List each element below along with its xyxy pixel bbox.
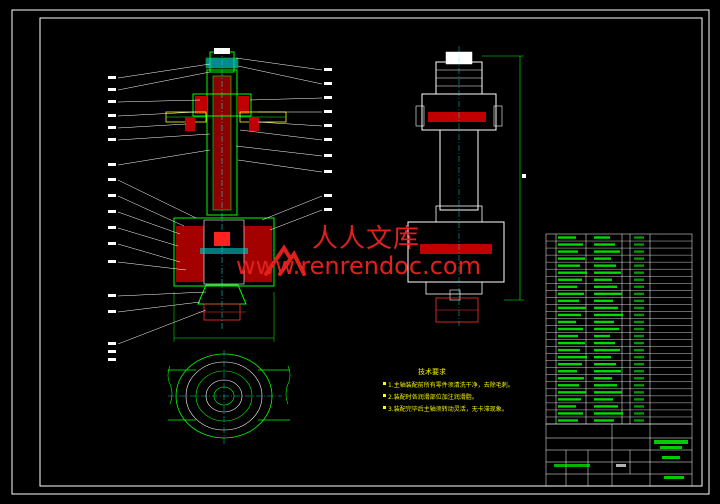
- parts-list-cell-mark: [558, 292, 584, 296]
- parts-list-cell-mark: [594, 362, 616, 366]
- parts-list-cell-mark: [594, 412, 623, 415]
- note-bullets: [383, 382, 386, 409]
- parts-list-cell-mark: [558, 306, 586, 310]
- parts-list-cell-mark: [594, 341, 615, 345]
- parts-list-cell-mark: [594, 327, 619, 331]
- part-balloons-left: [108, 76, 116, 361]
- parts-list-cell-mark: [558, 362, 582, 366]
- parts-list-cell-mark: [558, 384, 579, 387]
- parts-list-cell-mark: [594, 243, 615, 246]
- parts-list-cell-mark: [634, 299, 644, 303]
- side-view: [407, 46, 526, 326]
- parts-list-cell-mark: [634, 384, 644, 387]
- parts-list-cell-mark: [594, 419, 614, 422]
- parts-list-cell-mark: [594, 292, 622, 296]
- parts-list-cell-mark: [634, 348, 644, 352]
- parts-list-cell-mark: [558, 370, 577, 373]
- parts-list-cell-mark: [558, 355, 587, 359]
- parts-list-cell-mark: [634, 391, 644, 394]
- part-leaders-left: [117, 63, 211, 345]
- top-view: [167, 350, 291, 444]
- tech-notes-title: 技术要求: [418, 368, 446, 376]
- parts-list-cell-mark: [634, 264, 644, 267]
- parts-list-cell-mark: [634, 341, 644, 345]
- parts-list-cell-mark: [558, 398, 581, 401]
- inner-frame: [39, 17, 703, 487]
- parts-list-cell-mark: [594, 306, 618, 310]
- parts-list-cell-mark: [634, 419, 644, 422]
- tech-note-item: 1.主轴装配前所有零件须清洗干净，去除毛刺。: [388, 382, 514, 389]
- parts-list-cell-mark: [634, 405, 644, 408]
- parts-list-cell-mark: [594, 236, 610, 239]
- parts-list-cell-mark: [558, 419, 578, 422]
- parts-list-cell-mark: [558, 236, 576, 239]
- parts-list-cell-mark: [634, 250, 644, 253]
- parts-list-cell-mark: [558, 377, 584, 380]
- parts-list-cell-mark: [634, 271, 644, 274]
- parts-list-cell-mark: [634, 257, 644, 260]
- parts-list-cell-mark: [634, 243, 644, 246]
- title-block: [545, 423, 693, 487]
- parts-list-cell-mark: [634, 377, 644, 380]
- parts-list-cell-mark: [594, 278, 612, 281]
- parts-list-cell-mark: [558, 278, 582, 281]
- parts-list-cell-mark: [634, 306, 644, 310]
- parts-list-cell-mark: [594, 391, 622, 394]
- parts-list-cell-mark: [634, 398, 644, 401]
- parts-list-cell-mark: [594, 257, 611, 260]
- parts-list-cell-mark: [634, 292, 644, 296]
- parts-list-cell-mark: [634, 412, 644, 415]
- parts-list-cell-mark: [558, 299, 579, 303]
- parts-list-cell-mark: [558, 271, 587, 274]
- parts-list-cell-mark: [558, 341, 585, 345]
- parts-list-cell-mark: [558, 334, 578, 338]
- parts-list-cell-mark: [558, 313, 581, 317]
- parts-list-cell-mark: [634, 355, 644, 359]
- parts-list-rows: [546, 236, 692, 422]
- parts-list-cell-mark: [558, 405, 576, 408]
- tech-note-item: 2.装配时各润滑部位加注润滑脂。: [388, 394, 478, 401]
- parts-list-cell-mark: [594, 271, 621, 274]
- parts-list-cell-mark: [594, 355, 611, 359]
- parts-list-cell-mark: [594, 398, 613, 401]
- parts-list-cell-mark: [558, 243, 583, 246]
- parts-list-cell-mark: [594, 334, 610, 338]
- parts-list-cell-mark: [634, 313, 644, 317]
- parts-list-cell-mark: [594, 320, 614, 324]
- parts-list-cell-mark: [634, 285, 644, 288]
- parts-list-cell-mark: [634, 320, 644, 324]
- parts-list-cell-mark: [634, 327, 644, 331]
- parts-list-cell-mark: [558, 320, 576, 324]
- title-block-marks: [554, 440, 688, 479]
- parts-list-cell-mark: [594, 377, 612, 380]
- parts-list-cell-mark: [558, 264, 580, 267]
- tech-note-item: 3.装配完毕后主轴须转动灵活，无卡滞现象。: [388, 406, 508, 413]
- parts-list-cell-mark: [594, 348, 620, 352]
- part-balloons-right: [324, 68, 332, 211]
- parts-list-cell-mark: [594, 384, 617, 387]
- parts-list-cell-mark: [634, 236, 644, 239]
- parts-list-cell-mark: [558, 257, 585, 260]
- parts-list-cell-mark: [594, 285, 617, 288]
- parts-list-cell-mark: [594, 299, 613, 303]
- parts-list-cell-mark: [594, 313, 623, 317]
- parts-list-cell-mark: [634, 362, 644, 366]
- parts-list-cell-mark: [634, 370, 644, 373]
- parts-list-cell-mark: [634, 334, 644, 338]
- parts-list-cell-mark: [558, 391, 586, 394]
- parts-list-cell-mark: [634, 278, 644, 281]
- part-leaders-right: [235, 57, 323, 231]
- parts-list-cell-mark: [558, 327, 583, 331]
- parts-list-cell-mark: [594, 264, 616, 267]
- parts-list-cell-mark: [558, 250, 578, 253]
- parts-list-cell-mark: [558, 348, 580, 352]
- parts-list-cell-mark: [594, 250, 620, 253]
- parts-list-cell-mark: [558, 412, 583, 415]
- parts-list-cell-mark: [594, 405, 618, 408]
- parts-list-cell-mark: [594, 370, 621, 373]
- front-section-view: [165, 48, 287, 342]
- parts-list-cell-mark: [558, 285, 577, 288]
- outer-frame: [11, 9, 710, 495]
